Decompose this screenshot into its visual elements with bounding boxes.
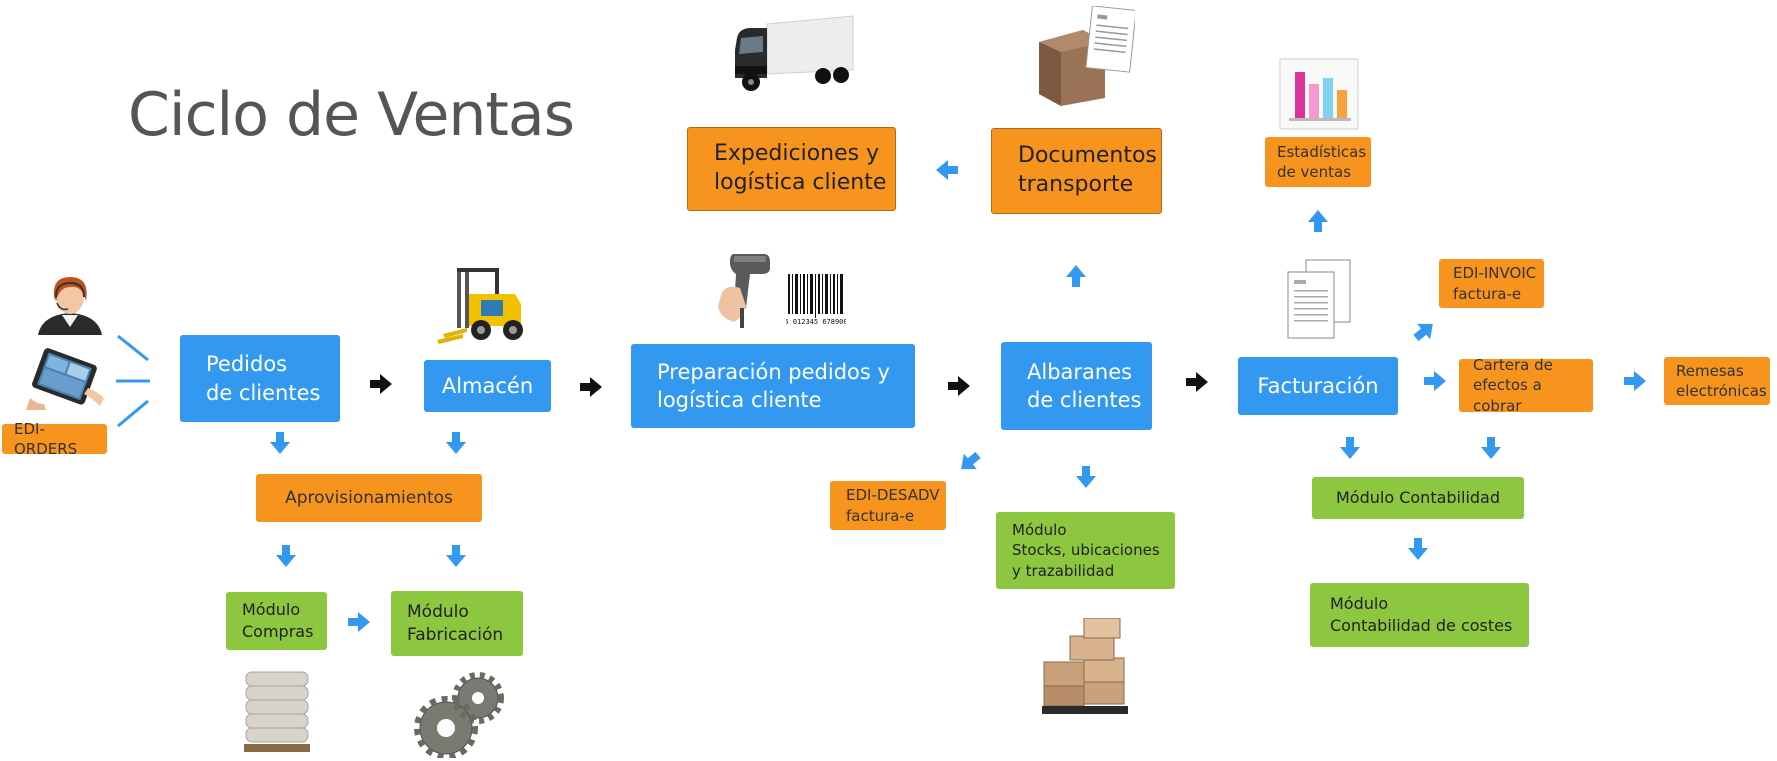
truck-icon [735, 15, 854, 91]
modulo-contabilidad-box: Módulo Contabilidad [1312, 477, 1524, 519]
barcode-number: 5 012345 678900 [786, 318, 846, 326]
arrow-almacen-preparacion [580, 377, 602, 397]
arrow-albaranes-stocks [1076, 466, 1096, 488]
arrow-pedidos-aprovisionamientos [270, 432, 290, 454]
invoice-documents-icon [1287, 259, 1351, 339]
arrow-aprov-compras [276, 545, 296, 567]
arrow-cartera-remesas [1624, 371, 1646, 391]
modulo-compras-box: Módulo Compras [226, 592, 327, 650]
barcode-scanner-icon [718, 254, 770, 328]
estadisticas-box: Estadísticas de ventas [1265, 137, 1371, 187]
operator-headset-icon [38, 277, 102, 335]
barcode-icon: 5 012345 678900 [786, 274, 846, 326]
arrow-documentos-expediciones [936, 160, 958, 180]
cartera-box: Cartera de efectos a cobrar [1459, 356, 1593, 415]
box-document-icon [1039, 6, 1135, 106]
albaranes-de-clientes-box: Albaranes de clientes [1001, 342, 1152, 430]
sacks-pallet-icon [244, 671, 310, 752]
facturacion-box: Facturación [1238, 357, 1398, 415]
bar-chart-icon [1279, 58, 1359, 130]
arrow-facturacion-edi-invoic [1409, 316, 1440, 346]
edi-desadv-box: EDI-DESADV factura-e [830, 481, 946, 530]
modulo-contabilidad-costes-box: Módulo Contabilidad de costes [1310, 583, 1529, 647]
arrow-facturacion-contabilidad [1340, 437, 1360, 459]
forklift-icon [437, 268, 523, 344]
aprovisionamientos-box: Aprovisionamientos [256, 474, 482, 522]
input-lines [116, 334, 150, 428]
remesas-box: Remesas electrónicas [1664, 357, 1770, 405]
arrow-pedidos-almacen [370, 374, 392, 394]
arrow-facturacion-estadisticas [1308, 210, 1328, 232]
arrow-facturacion-cartera [1424, 371, 1446, 391]
arrow-cartera-contabilidad [1481, 437, 1501, 459]
arrow-compras-fabricacion [348, 612, 370, 632]
arrow-albaranes-edi-desadv [954, 447, 985, 477]
documentos-transporte-box: Documentos transporte [991, 128, 1162, 214]
edi-invoic-box: EDI-INVOIC factura-e [1439, 259, 1544, 308]
edi-orders-box: EDI-ORDERS [2, 420, 107, 458]
arrow-albaranes-documentos [1066, 265, 1086, 287]
pedidos-de-clientes-box: Pedidos de clientes [180, 335, 340, 422]
modulo-fabricacion-box: Módulo Fabricación [391, 591, 523, 656]
arrow-almacen-aprovisionamientos [446, 432, 466, 454]
arrow-albaranes-facturacion [1186, 372, 1208, 392]
modulo-stocks-box: Módulo Stocks, ubicaciones y trazabilida… [996, 512, 1175, 589]
arrow-aprov-fabricacion [446, 545, 466, 567]
tablet-icon [26, 348, 104, 410]
expediciones-box: Expediciones y logística cliente [687, 127, 896, 211]
gears-icon [414, 672, 504, 758]
boxes-pallet-icon [1042, 618, 1128, 714]
diagram-title: Ciclo de Ventas [128, 80, 575, 150]
almacen-box: Almacén [424, 360, 551, 412]
arrow-preparacion-albaranes [948, 376, 970, 396]
arrow-contabilidad-costes [1408, 538, 1428, 560]
preparacion-pedidos-box: Preparación pedidos y logística cliente [631, 344, 915, 428]
